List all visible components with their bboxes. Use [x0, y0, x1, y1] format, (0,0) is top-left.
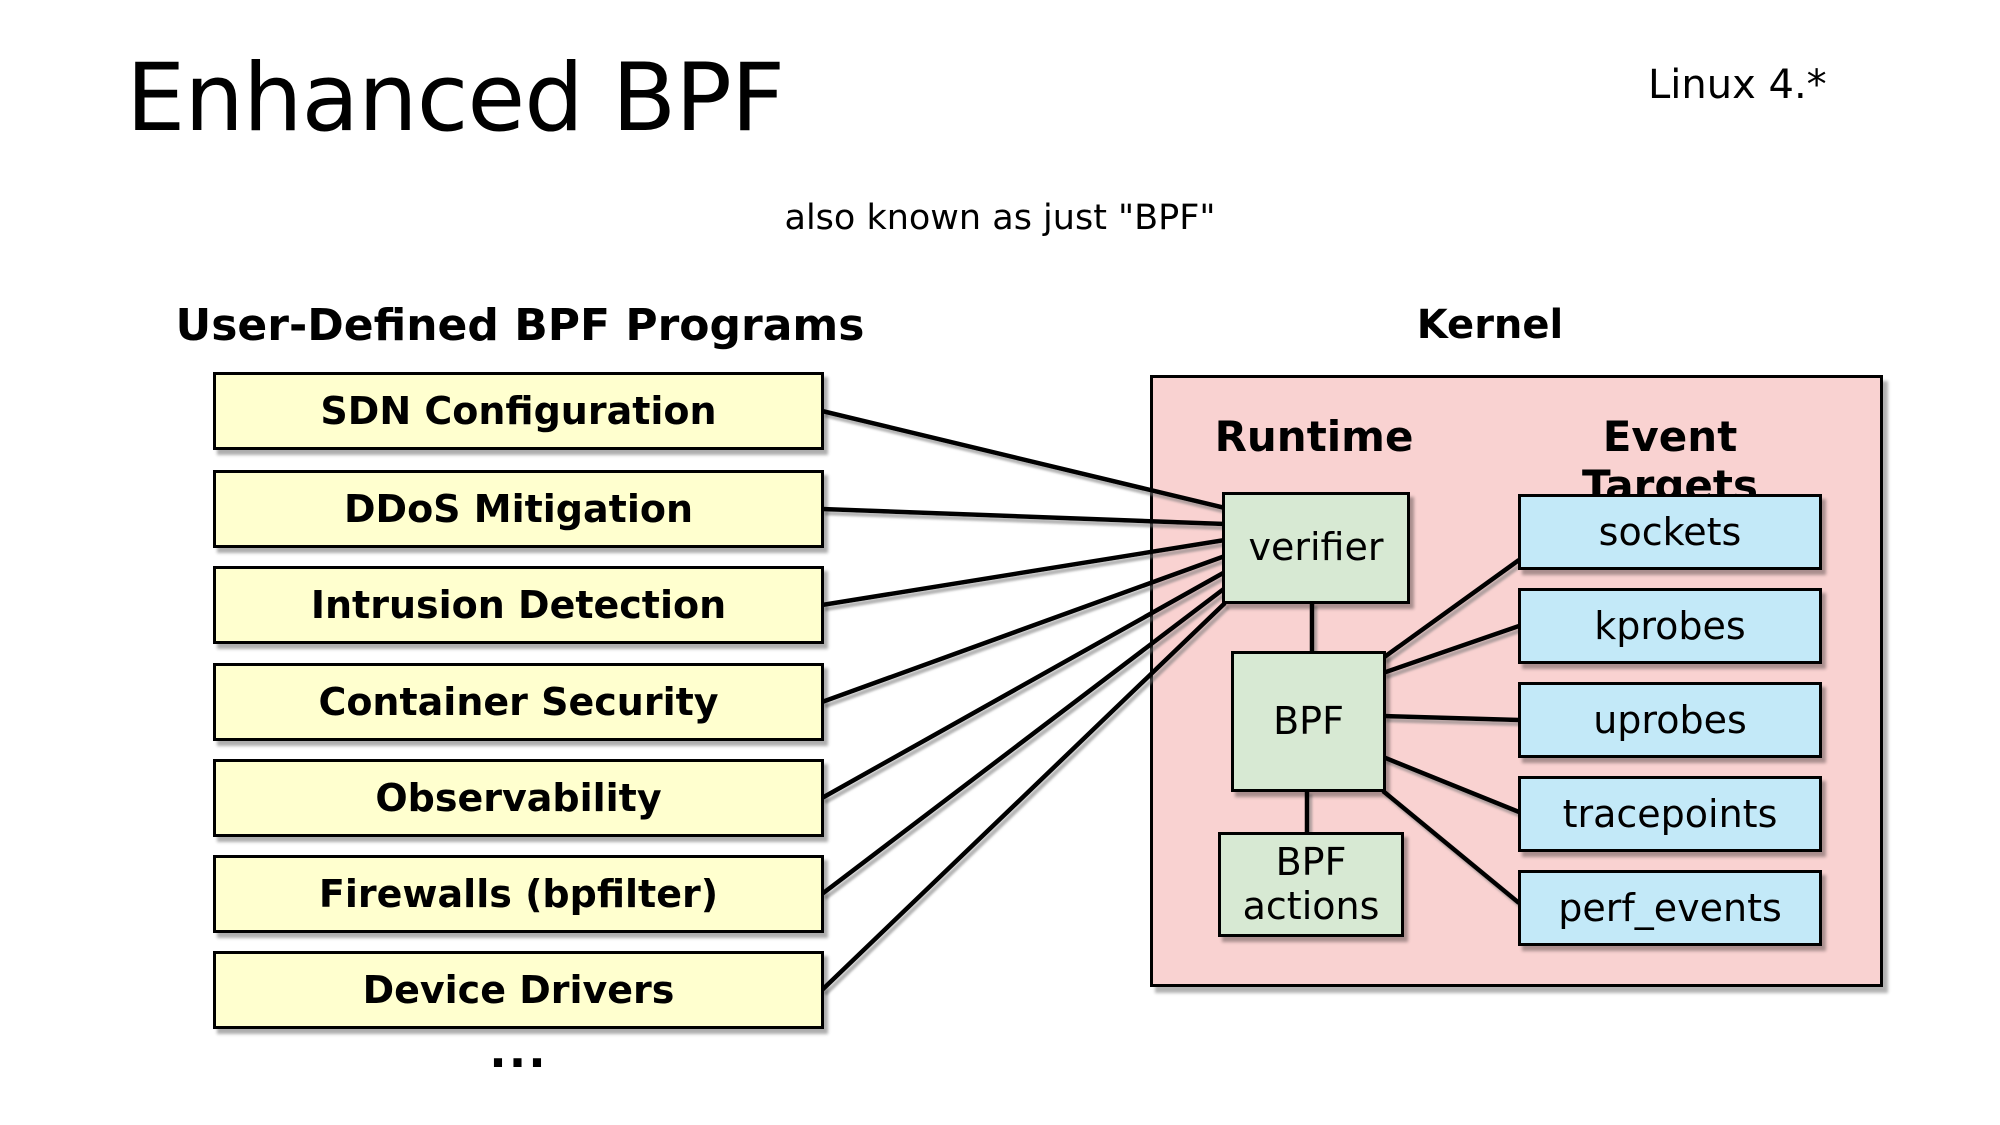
more-programs-indicator: ... — [489, 1024, 548, 1078]
program-box-intrusion-detection: Intrusion Detection — [213, 566, 824, 644]
program-box-ddos-mitigation: DDoS Mitigation — [213, 470, 824, 548]
bpf-actions-label: BPF actions — [1242, 839, 1380, 928]
bpf-label: BPF — [1273, 698, 1344, 743]
edge-sdn-configuration-to-verifier — [821, 408, 1226, 511]
event-target-box-sockets: sockets — [1518, 494, 1822, 570]
program-label: Container Security — [318, 680, 719, 724]
event-target-box-kprobes: kprobes — [1518, 588, 1822, 664]
program-label: Observability — [375, 776, 662, 820]
slide-title: Enhanced BPF — [126, 44, 785, 153]
edge-bpf-to-kprobes — [1382, 623, 1520, 676]
program-box-firewalls-bpfilter: Firewalls (bpfilter) — [213, 855, 824, 933]
program-label: SDN Configuration — [320, 389, 717, 433]
edge-firewalls-to-verifier — [820, 586, 1227, 896]
linux-version-note: Linux 4.* — [1648, 62, 1827, 108]
event-target-label: kprobes — [1594, 604, 1746, 648]
event-target-box-perf-events: perf_events — [1518, 870, 1822, 946]
event-target-label: uprobes — [1593, 698, 1747, 742]
program-label: Firewalls (bpfilter) — [318, 872, 719, 916]
edge-intrusion-detection-to-verifier — [821, 537, 1226, 608]
event-target-label: tracepoints — [1562, 792, 1778, 836]
edge-device-drivers-to-verifier — [820, 601, 1227, 992]
program-box-container-security: Container Security — [213, 663, 824, 741]
event-target-label: perf_events — [1558, 886, 1782, 930]
bpf-box: BPF — [1231, 651, 1386, 792]
program-box-device-drivers: Device Drivers — [213, 951, 824, 1029]
user-programs-header: User-Defined BPF Programs — [175, 300, 865, 351]
event-target-box-tracepoints: tracepoints — [1518, 776, 1822, 852]
edge-ddos-mitigation-to-verifier — [821, 506, 1226, 527]
program-label: DDoS Mitigation — [343, 487, 693, 531]
edge-bpf-to-perf-events — [1381, 789, 1521, 905]
verifier-label: verifier — [1248, 525, 1384, 570]
program-box-observability: Observability — [213, 759, 824, 837]
program-label: Intrusion Detection — [310, 583, 727, 627]
program-box-sdn-configuration: SDN Configuration — [213, 372, 824, 450]
event-target-label: sockets — [1598, 510, 1742, 554]
bpf-actions-box: BPF actions — [1218, 832, 1404, 937]
edge-bpf-to-sockets — [1381, 558, 1521, 660]
kernel-header: Kernel — [1416, 302, 1564, 348]
edge-container-security-to-verifier — [821, 553, 1226, 705]
verifier-box: verifier — [1222, 492, 1410, 604]
runtime-label: Runtime — [1214, 412, 1414, 461]
edge-bpf-to-tracepoints — [1382, 754, 1520, 815]
edge-bpf-to-uprobes — [1382, 713, 1520, 723]
program-label: Device Drivers — [362, 968, 675, 1012]
edge-observability-to-verifier — [820, 570, 1227, 800]
event-target-box-uprobes: uprobes — [1518, 682, 1822, 758]
subtitle: also known as just "BPF" — [784, 198, 1216, 238]
